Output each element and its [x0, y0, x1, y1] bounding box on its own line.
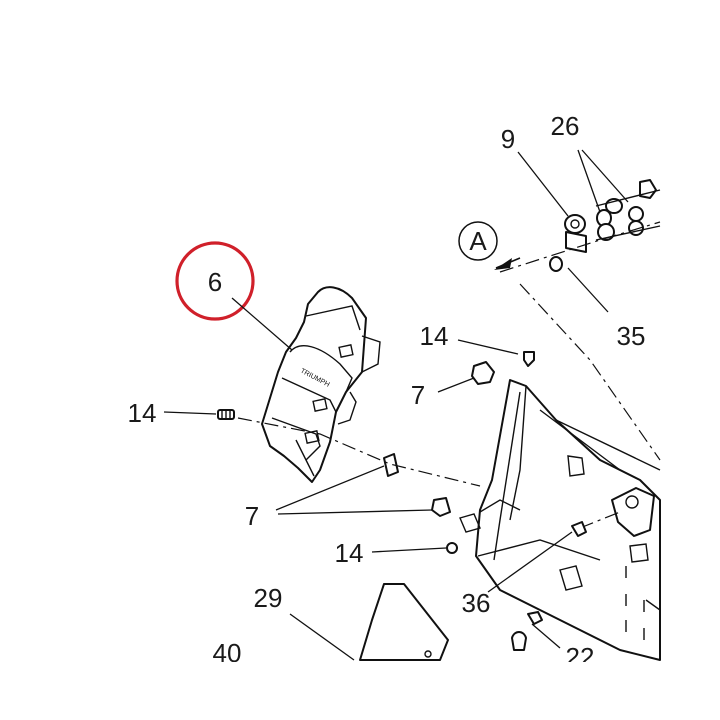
- callout-7-top: 7: [411, 380, 425, 410]
- part-29-lower-panel[interactable]: [359, 583, 449, 661]
- callout-a: A: [469, 226, 487, 256]
- callout-9: 9: [501, 124, 515, 154]
- callout-26: 26: [551, 111, 580, 141]
- callout-7-bottom: 7: [245, 501, 259, 531]
- callout-36: 36: [462, 588, 491, 618]
- callout-14-bottom: 14: [335, 538, 364, 568]
- crop-mask-right: [662, 0, 720, 720]
- part-9-26-35-bushings[interactable]: [549, 179, 661, 272]
- part-14-screw[interactable]: [217, 351, 535, 554]
- callout-29: 29: [254, 583, 283, 613]
- view-reference-a: A: [458, 221, 498, 261]
- leader-lines: [163, 149, 629, 661]
- assembly-centerlines: [237, 221, 661, 529]
- fairing-bracket-assembly[interactable]: [459, 379, 661, 661]
- callout-35: 35: [617, 321, 646, 351]
- part-36-screw[interactable]: [571, 521, 587, 537]
- part-22-fastener[interactable]: [511, 611, 543, 651]
- callout-14-left: 14: [128, 398, 157, 428]
- part-7-clip[interactable]: [383, 361, 495, 517]
- crop-mask-bottom: [0, 662, 720, 720]
- callout-14-top: 14: [420, 321, 449, 351]
- callout-6: 6: [208, 267, 222, 297]
- highlight-circle: [175, 241, 255, 321]
